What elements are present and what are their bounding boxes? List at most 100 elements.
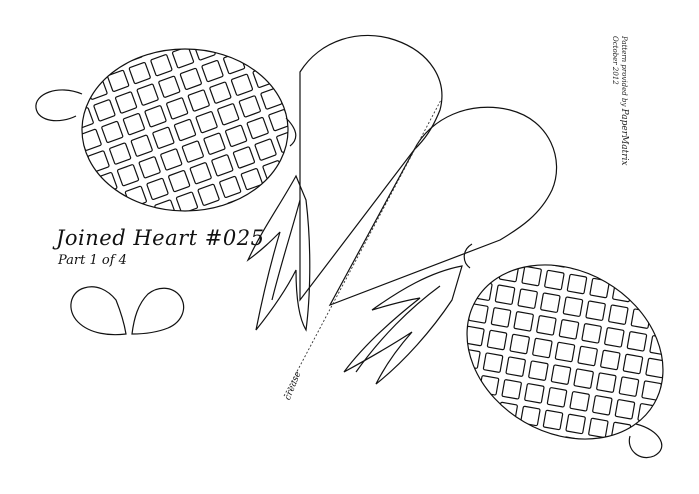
lattice-window (445, 299, 466, 320)
lattice-window (171, 49, 195, 69)
left-oval-lattice (5, 0, 344, 296)
lattice-window (493, 424, 514, 445)
lattice-window (21, 101, 43, 123)
lattice-window (581, 323, 602, 344)
lattice-window (109, 142, 132, 165)
lattice-window (554, 341, 576, 363)
lattice-window (254, 138, 277, 161)
lattice-window (435, 412, 446, 433)
lattice-window (201, 59, 224, 83)
lattice-window (48, 43, 70, 65)
lattice-window (448, 416, 469, 437)
lattice-window (536, 315, 557, 336)
lattice-window (561, 436, 582, 457)
lattice-window (521, 265, 542, 287)
lattice-window (470, 420, 492, 441)
lattice-window (103, 193, 126, 211)
lattice-window (278, 203, 288, 211)
lattice-window (694, 343, 695, 364)
lattice-window (529, 230, 550, 241)
lattice-window (240, 168, 263, 191)
lattice-window (625, 471, 646, 474)
lattice-window (403, 409, 423, 429)
lattice-window (13, 80, 35, 102)
lattice-window (516, 428, 537, 449)
lattice-window (544, 269, 565, 291)
upper-heart-half (299, 34, 443, 302)
lattice-window (642, 240, 664, 261)
lattice-window (280, 7, 302, 29)
lattice-window (668, 361, 689, 383)
lattice-window (114, 91, 138, 114)
lattice-window (569, 391, 590, 412)
lattice-window (501, 379, 522, 400)
lattice-window (320, 115, 342, 137)
lattice-window (283, 152, 288, 175)
lattice-window (574, 230, 596, 249)
lattice-window (596, 372, 617, 393)
lattice-window (602, 467, 624, 474)
lattice-window (322, 188, 344, 210)
lattice-window (173, 118, 197, 142)
lattice-window (259, 15, 281, 37)
lattice-window (534, 455, 556, 474)
left-flame-leaves (246, 174, 311, 332)
lattice-window (540, 292, 561, 313)
lattice-window (616, 259, 637, 280)
lattice-window (82, 56, 100, 79)
lattice-window (435, 317, 440, 339)
mini-heart-left-icon (70, 286, 127, 336)
lattice-window (614, 399, 636, 420)
lattice-window (225, 124, 248, 147)
lattice-window (588, 417, 609, 439)
lattice-window (152, 126, 175, 149)
lattice-window (435, 367, 454, 388)
lattice-window (82, 201, 104, 211)
lattice-window (671, 479, 691, 494)
lattice-window (116, 164, 140, 187)
lattice-window (150, 54, 173, 77)
lattice-window (399, 431, 419, 451)
lattice-window (217, 103, 240, 126)
lattice-window (444, 439, 465, 460)
lattice-window (653, 312, 674, 333)
lattice-window (661, 267, 682, 288)
lattice-window (232, 146, 256, 169)
lattice-window (227, 197, 250, 211)
lattice-window (246, 116, 269, 140)
lattice-window (490, 307, 512, 328)
lattice-window (82, 85, 87, 108)
lattice-window (502, 239, 524, 260)
lattice-window (251, 0, 273, 15)
lattice-window (203, 132, 226, 155)
lattice-window (638, 263, 660, 284)
lattice-window (600, 349, 621, 371)
lattice-window (296, 50, 318, 72)
lattice-window (524, 383, 545, 404)
lattice-window (411, 363, 431, 383)
lattice-window (552, 230, 573, 245)
lattice-window (592, 395, 613, 416)
lattice-window (158, 75, 181, 98)
lattice-window (200, 0, 222, 9)
lattice-window (179, 67, 202, 90)
lattice-window (209, 81, 232, 104)
lattice-window (620, 236, 641, 257)
lattice-window (84, 274, 106, 296)
lattice-window (287, 49, 288, 51)
lattice-window (557, 459, 578, 474)
lattice-window (136, 83, 159, 106)
crease-line (283, 97, 443, 397)
lower-heart-half (328, 106, 558, 307)
lattice-window (688, 248, 695, 269)
lattice-window (146, 177, 169, 201)
lattice-window (211, 154, 234, 177)
lattice-window (93, 99, 116, 122)
lattice-window (633, 425, 654, 447)
lattice-window (160, 148, 183, 171)
lattice-window (648, 475, 668, 494)
lattice-window (5, 58, 27, 80)
mini-heart-right-icon (131, 287, 185, 335)
lattice-window (435, 295, 444, 316)
